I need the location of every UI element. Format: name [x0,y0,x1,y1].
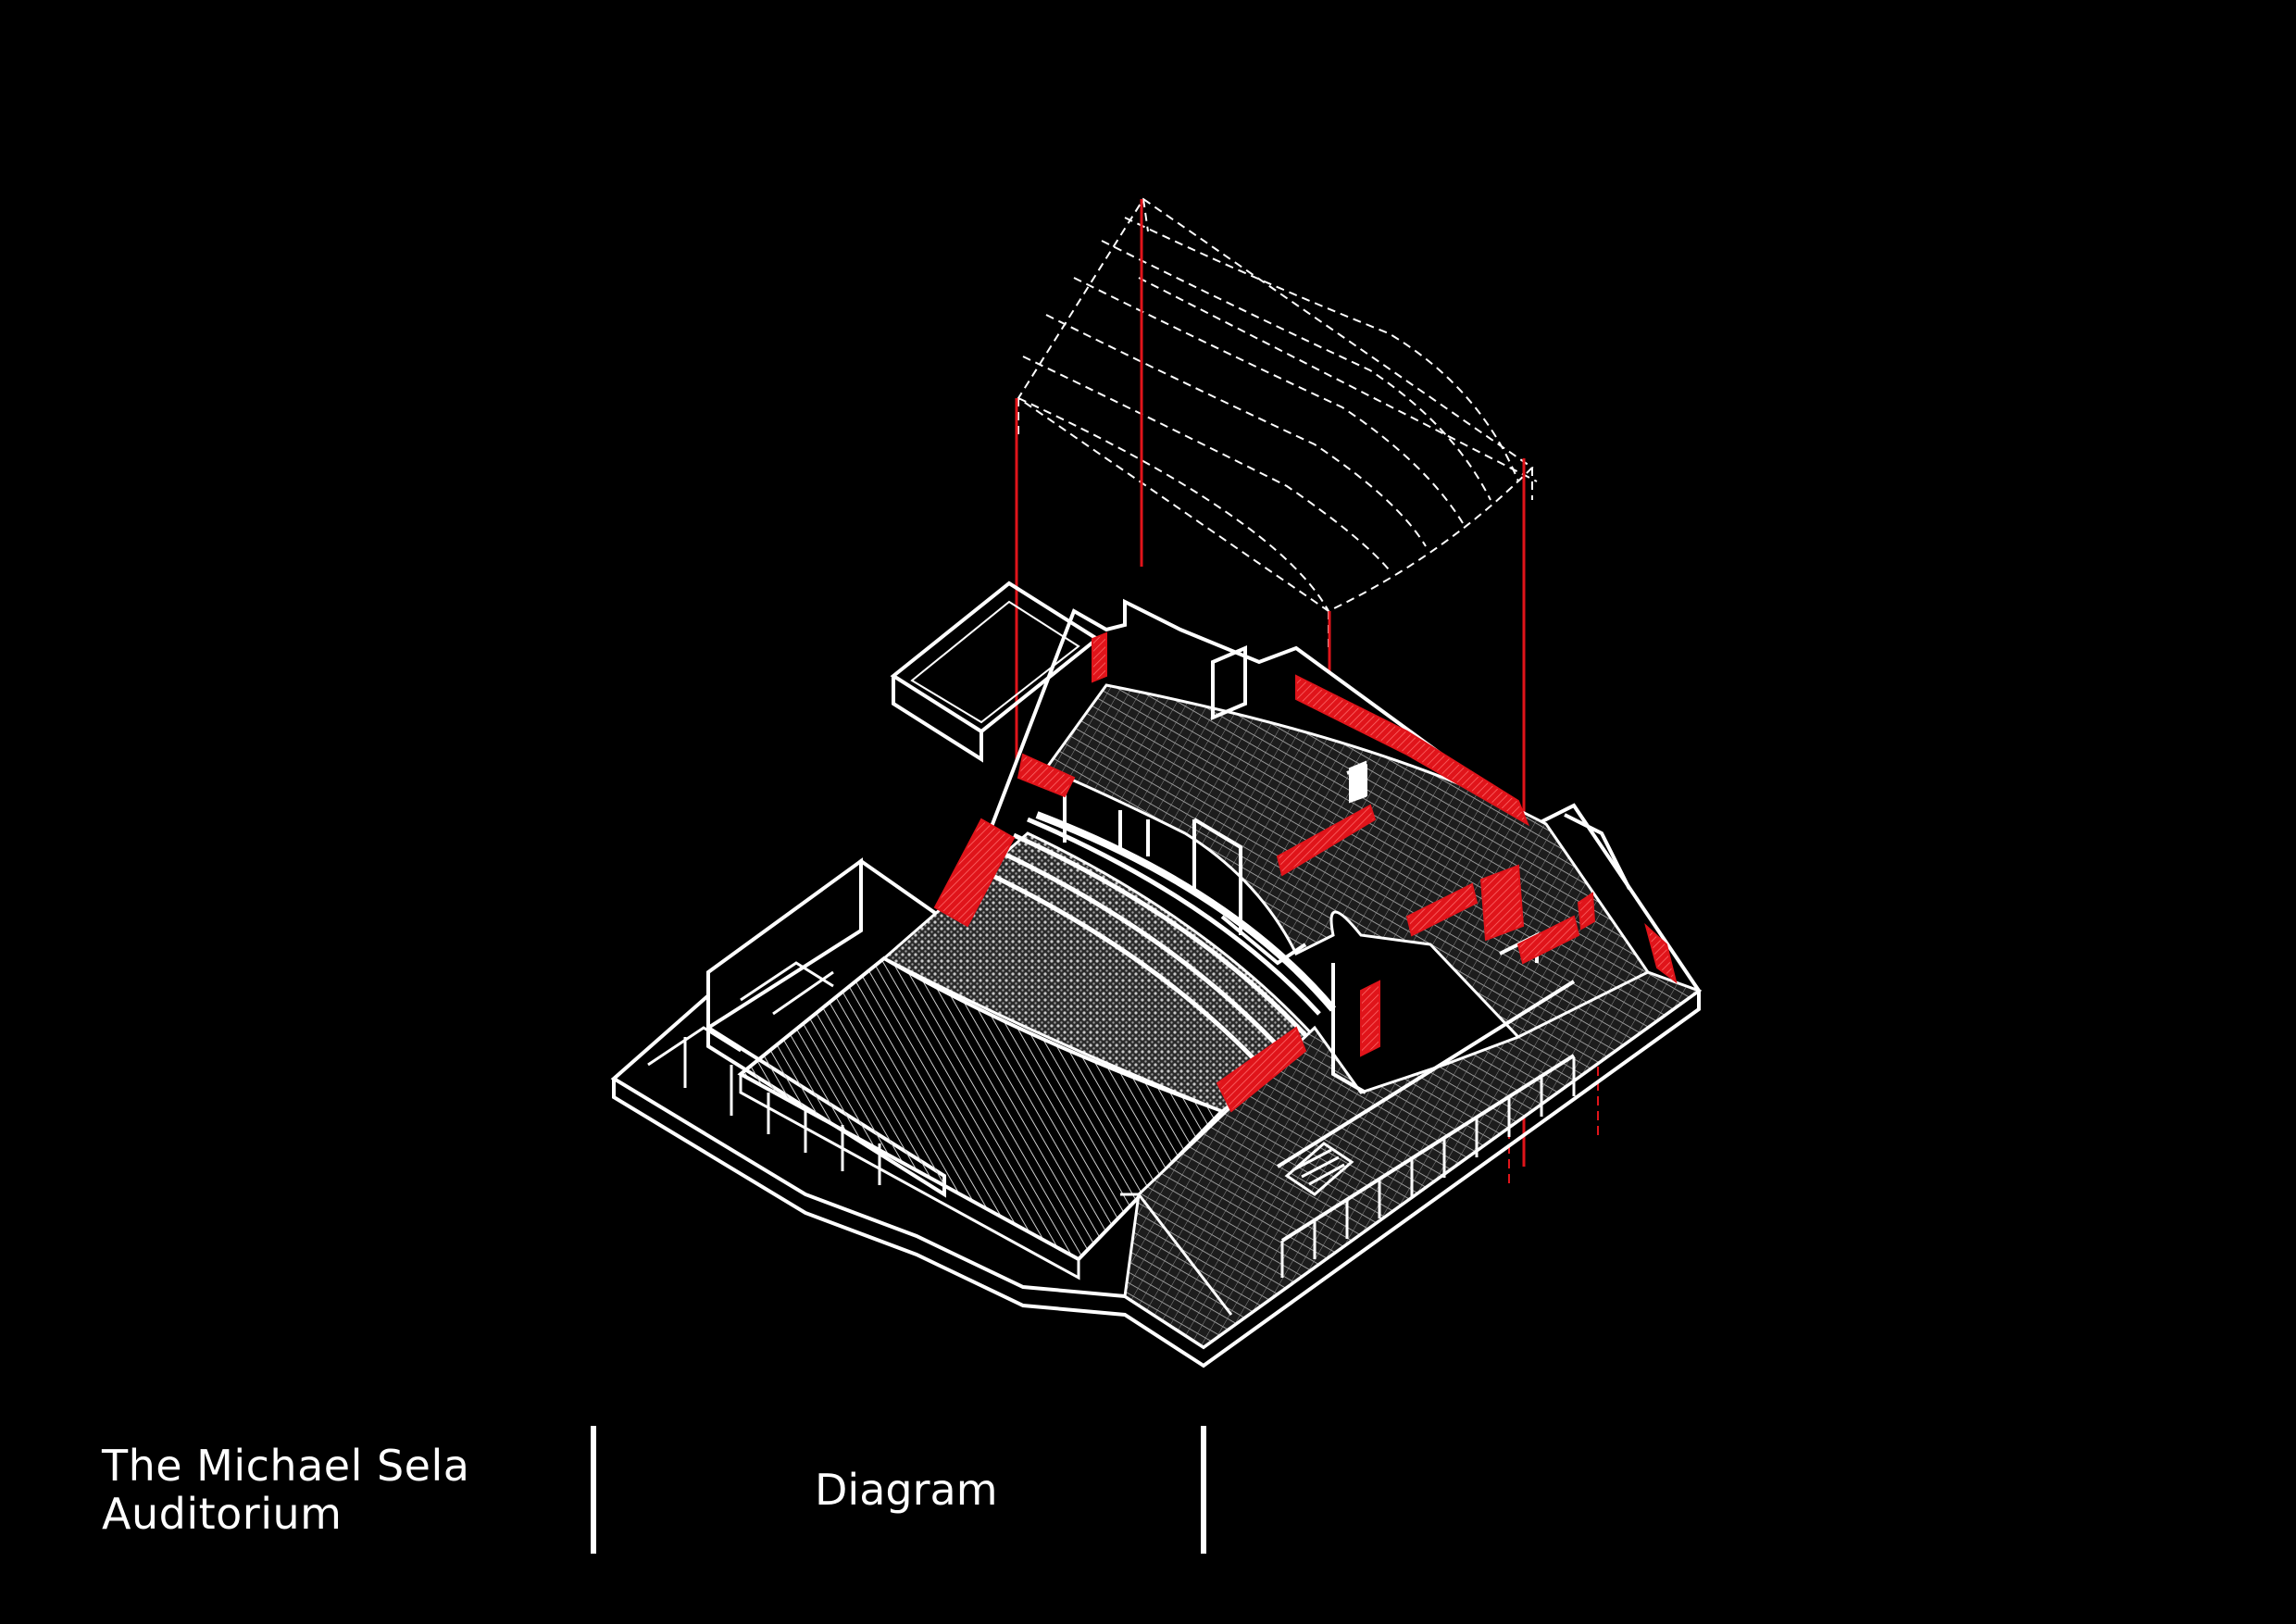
column-block [1349,760,1366,804]
foyer-floor [1043,683,1651,1039]
acoustic-elements [933,631,1678,1113]
balcony-curve [1035,811,1337,1012]
divider-left [591,1426,596,1554]
project-title-line1: The Michael Sela [102,1441,470,1491]
divider-right [1201,1426,1206,1554]
sheet-label: Diagram [815,1465,998,1515]
roof-ceiling-dashed [1017,197,1538,648]
seating-rows [980,817,1321,1076]
project-title: The Michael Sela Auditorium [102,1442,469,1538]
service-rooms [647,961,881,1185]
stair [1284,1142,1354,1196]
project-title-line2: Auditorium [102,1489,343,1539]
lobby-partitions [1280,1057,1576,1278]
